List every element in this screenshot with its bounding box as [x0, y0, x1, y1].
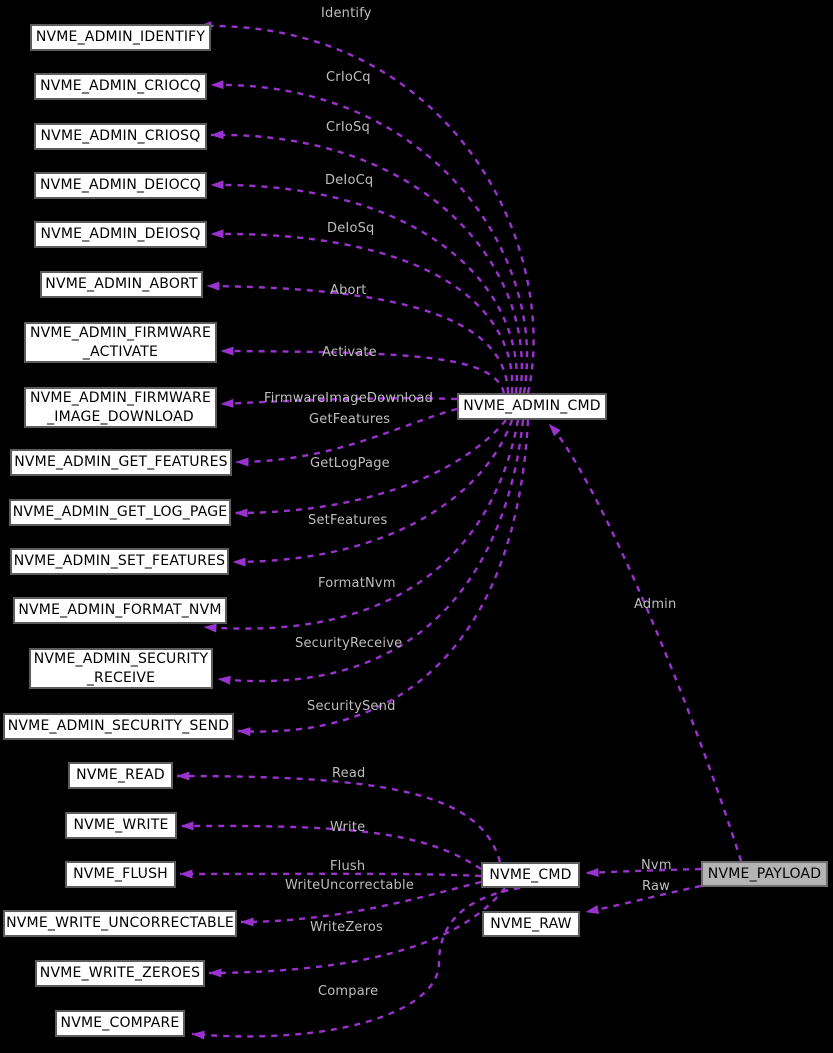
node-nvme-raw[interactable]: NVME_RAW: [482, 911, 580, 937]
node-nvme-payload[interactable]: NVME_PAYLOAD: [701, 861, 828, 887]
edge-label-identify: Identify: [321, 6, 372, 21]
edge-write-uncorrectable: [240, 880, 482, 927]
edge-label-write: Write: [330, 820, 366, 835]
edge-label-security-receive: SecurityReceive: [295, 636, 403, 651]
node-nvme-admin-criocq[interactable]: NVME_ADMIN_CRIOCQ: [34, 73, 207, 100]
edge-label-set-features: SetFeatures: [308, 513, 388, 528]
edge-activate: [220, 346, 506, 394]
edge-get-log-page: [234, 419, 507, 518]
node-nvme-admin-security-receive[interactable]: NVME_ADMIN_SECURITY _RECEIVE: [29, 648, 213, 689]
node-nvme-admin-firmware-image-download[interactable]: NVME_ADMIN_FIRMWARE _IMAGE_DOWNLOAD: [24, 387, 217, 428]
edge-read: [176, 771, 502, 863]
edge-write-zeros: [208, 887, 506, 978]
node-nvme-flush[interactable]: NVME_FLUSH: [65, 861, 176, 888]
edge-set-features: [232, 419, 514, 567]
edge-identify: [198, 21, 535, 394]
node-nvme-admin-identify[interactable]: NVME_ADMIN_IDENTIFY: [30, 24, 211, 51]
node-nvme-admin-get-log-page[interactable]: NVME_ADMIN_GET_LOG_PAGE: [9, 499, 231, 526]
edge-abort: [206, 281, 510, 394]
node-nvme-write-zeroes[interactable]: NVME_WRITE_ZEROES: [35, 960, 205, 987]
edge-deiosq: [210, 229, 514, 394]
node-nvme-admin-criosq[interactable]: NVME_ADMIN_CRIOSQ: [34, 123, 207, 150]
edge-label-get-log-page: GetLogPage: [310, 456, 390, 471]
edge-label-criocq: CrIoCq: [326, 70, 371, 85]
node-nvme-write[interactable]: NVME_WRITE: [65, 812, 177, 839]
edge-flush: [179, 869, 482, 879]
node-nvme-admin-deiocq[interactable]: NVME_ADMIN_DEIOCQ: [34, 172, 207, 199]
node-nvme-write-uncorrectable[interactable]: NVME_WRITE_UNCORRECTABLE: [3, 910, 237, 937]
edge-label-write-zeros: WriteZeros: [310, 920, 384, 935]
edge-get-features: [235, 407, 458, 467]
edge-label-write-uncorrectable: WriteUncorrectable: [285, 878, 415, 893]
edge-label-flush: Flush: [330, 859, 366, 874]
edge-label-security-send: SecuritySend: [307, 699, 396, 714]
edge-label-get-features: GetFeatures: [309, 412, 391, 427]
edge-label-criosq: CrIoSq: [326, 120, 370, 135]
edge-admin: [548, 423, 743, 862]
edge-label-activate: Activate: [322, 345, 377, 360]
edge-label-nvm: Nvm: [641, 858, 672, 873]
edge-label-read: Read: [332, 766, 366, 781]
edge-security-receive: [217, 419, 525, 685]
edge-label-deiocq: DeIoCq: [325, 173, 374, 188]
node-nvme-compare[interactable]: NVME_COMPARE: [55, 1010, 185, 1037]
node-nvme-admin-firmware-activate[interactable]: NVME_ADMIN_FIRMWARE _ACTIVATE: [24, 322, 217, 363]
node-nvme-admin-get-features[interactable]: NVME_ADMIN_GET_FEATURES: [10, 449, 232, 476]
edge-nvm: [585, 867, 702, 877]
edge-label-compare: Compare: [318, 984, 379, 999]
node-nvme-admin-deiosq[interactable]: NVME_ADMIN_DEIOSQ: [34, 221, 207, 248]
node-nvme-admin-security-send[interactable]: NVME_ADMIN_SECURITY_SEND: [3, 713, 234, 740]
edge-label-abort: Abort: [330, 283, 367, 298]
edge-label-raw: Raw: [642, 879, 670, 894]
node-nvme-admin-cmd[interactable]: NVME_ADMIN_CMD: [457, 393, 607, 420]
edge-label-format-nvm: FormatNvm: [318, 576, 396, 591]
edge-criosq: [210, 130, 523, 394]
node-nvme-admin-abort[interactable]: NVME_ADMIN_ABORT: [40, 271, 203, 298]
node-nvme-read[interactable]: NVME_READ: [68, 762, 173, 789]
edge-label-admin: Admin: [634, 597, 677, 612]
edge-label-deiosq: DeIoSq: [327, 221, 375, 236]
edge-write: [180, 821, 482, 871]
node-nvme-admin-set-features[interactable]: NVME_ADMIN_SET_FEATURES: [10, 548, 229, 575]
node-nvme-cmd[interactable]: NVME_CMD: [481, 862, 580, 888]
edge-format-nvm: [203, 419, 520, 633]
edge-label-firmware-image-download: FirmwareImageDownload: [264, 391, 434, 406]
node-nvme-admin-format-nvm[interactable]: NVME_ADMIN_FORMAT_NVM: [13, 597, 227, 624]
